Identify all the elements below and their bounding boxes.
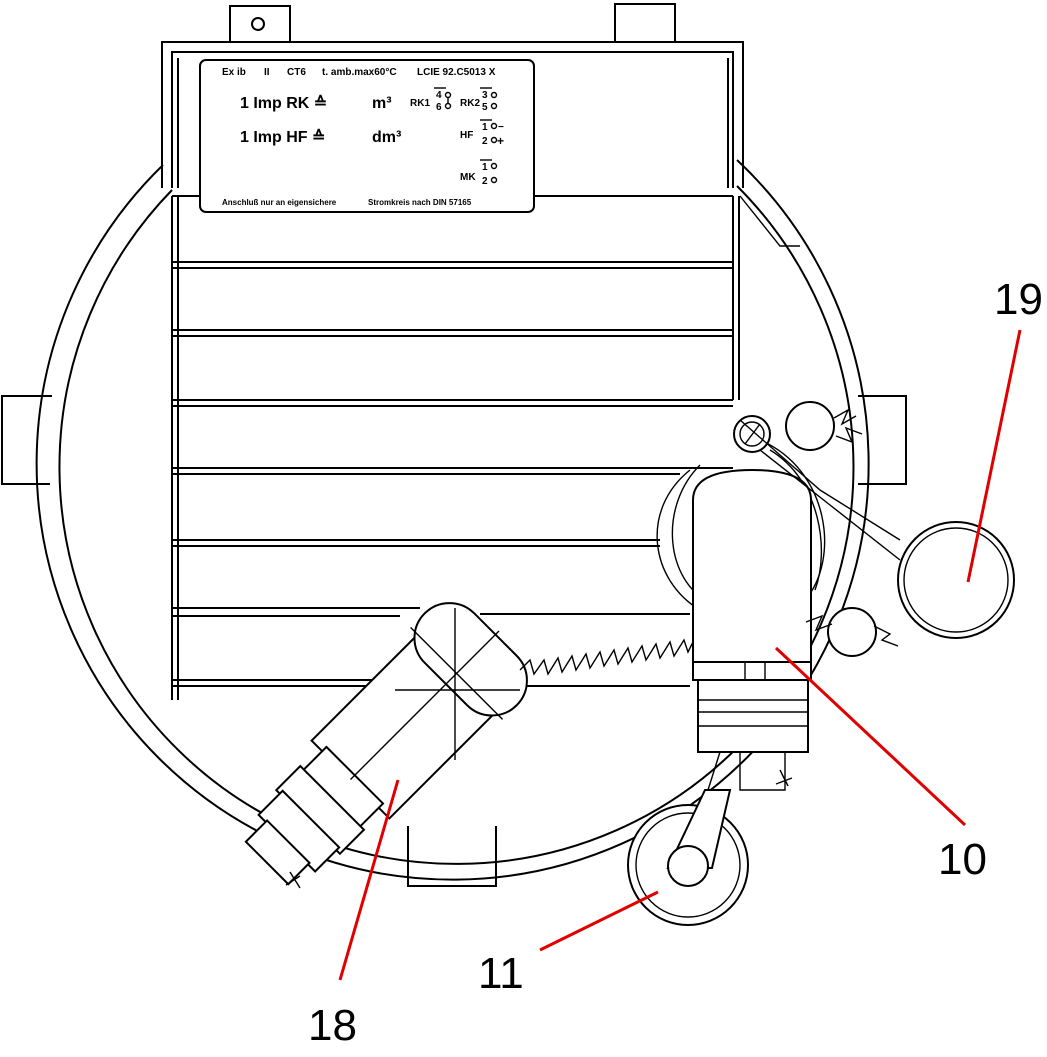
spring <box>519 635 697 676</box>
nameplate-model: LCIE 92.C5013 X <box>417 67 496 78</box>
contact-hf-polarity-b: + <box>497 134 504 148</box>
contact-mk-pin-a: 1 <box>482 162 488 173</box>
nameplate-mark: Ex ib <box>222 67 246 78</box>
side-lug-right <box>858 395 907 485</box>
housing <box>35 41 870 881</box>
contact-hf-pin-a: 1 <box>482 122 488 133</box>
callout-10: 10 <box>938 835 987 884</box>
top-mounting-lug-left <box>229 5 291 42</box>
contact-hf-label: HF <box>460 130 473 141</box>
contact-rk1-label: RK1 <box>410 98 430 109</box>
sensor-head-10 <box>656 415 901 791</box>
leader-lines <box>338 329 1022 981</box>
nameplate-ambient: t. amb.max60°C <box>322 67 397 78</box>
nameplate-footer-left: Anschluß nur an eigensichere <box>222 198 337 207</box>
leader-19 <box>966 329 1022 583</box>
contact-rk2-pin-b: 5 <box>482 102 488 113</box>
side-lug-left <box>1 395 52 485</box>
ribbed-body <box>171 195 740 700</box>
leader-10 <box>774 646 967 827</box>
contact-mk-pin-b: 2 <box>482 176 488 187</box>
callout-19: 19 <box>994 275 1043 324</box>
contact-mk-label: MK <box>460 172 476 183</box>
top-mounting-lug-right <box>614 3 676 42</box>
nameplate-footer-right: Stromkreis nach DIN 57165 <box>368 198 472 207</box>
nameplate-group: II <box>264 67 270 78</box>
bottom-tab <box>407 826 497 887</box>
connector-18 <box>244 602 528 889</box>
roller-11 <box>627 769 793 926</box>
contact-rk1-pin-a: 4 <box>436 90 442 101</box>
nameplate-row2-unit: dm³ <box>372 129 401 146</box>
leader-18 <box>338 779 400 981</box>
contact-hf-pin-b: 2 <box>482 136 488 147</box>
callout-11: 11 <box>478 949 524 998</box>
nameplate-row2-label: 1 Imp HF ≙ <box>240 128 325 146</box>
nameplate: Ex ib II CT6 t. amb.max60°C LCIE 92.C501… <box>199 59 535 213</box>
contact-rk2-pin-a: 3 <box>482 90 488 101</box>
leader-11 <box>539 890 659 952</box>
roller-assembly-19 <box>785 401 1015 657</box>
nameplate-row1-label: 1 Imp RK ≙ <box>240 94 327 112</box>
callout-18: 18 <box>308 1001 357 1050</box>
nameplate-temp-class: CT6 <box>287 67 306 78</box>
contact-rk2-label: RK2 <box>460 98 480 109</box>
contact-hf-polarity-a: − <box>498 122 504 133</box>
contact-rk1-pin-b: 6 <box>436 102 442 113</box>
nameplate-row1-unit: m³ <box>372 95 392 112</box>
